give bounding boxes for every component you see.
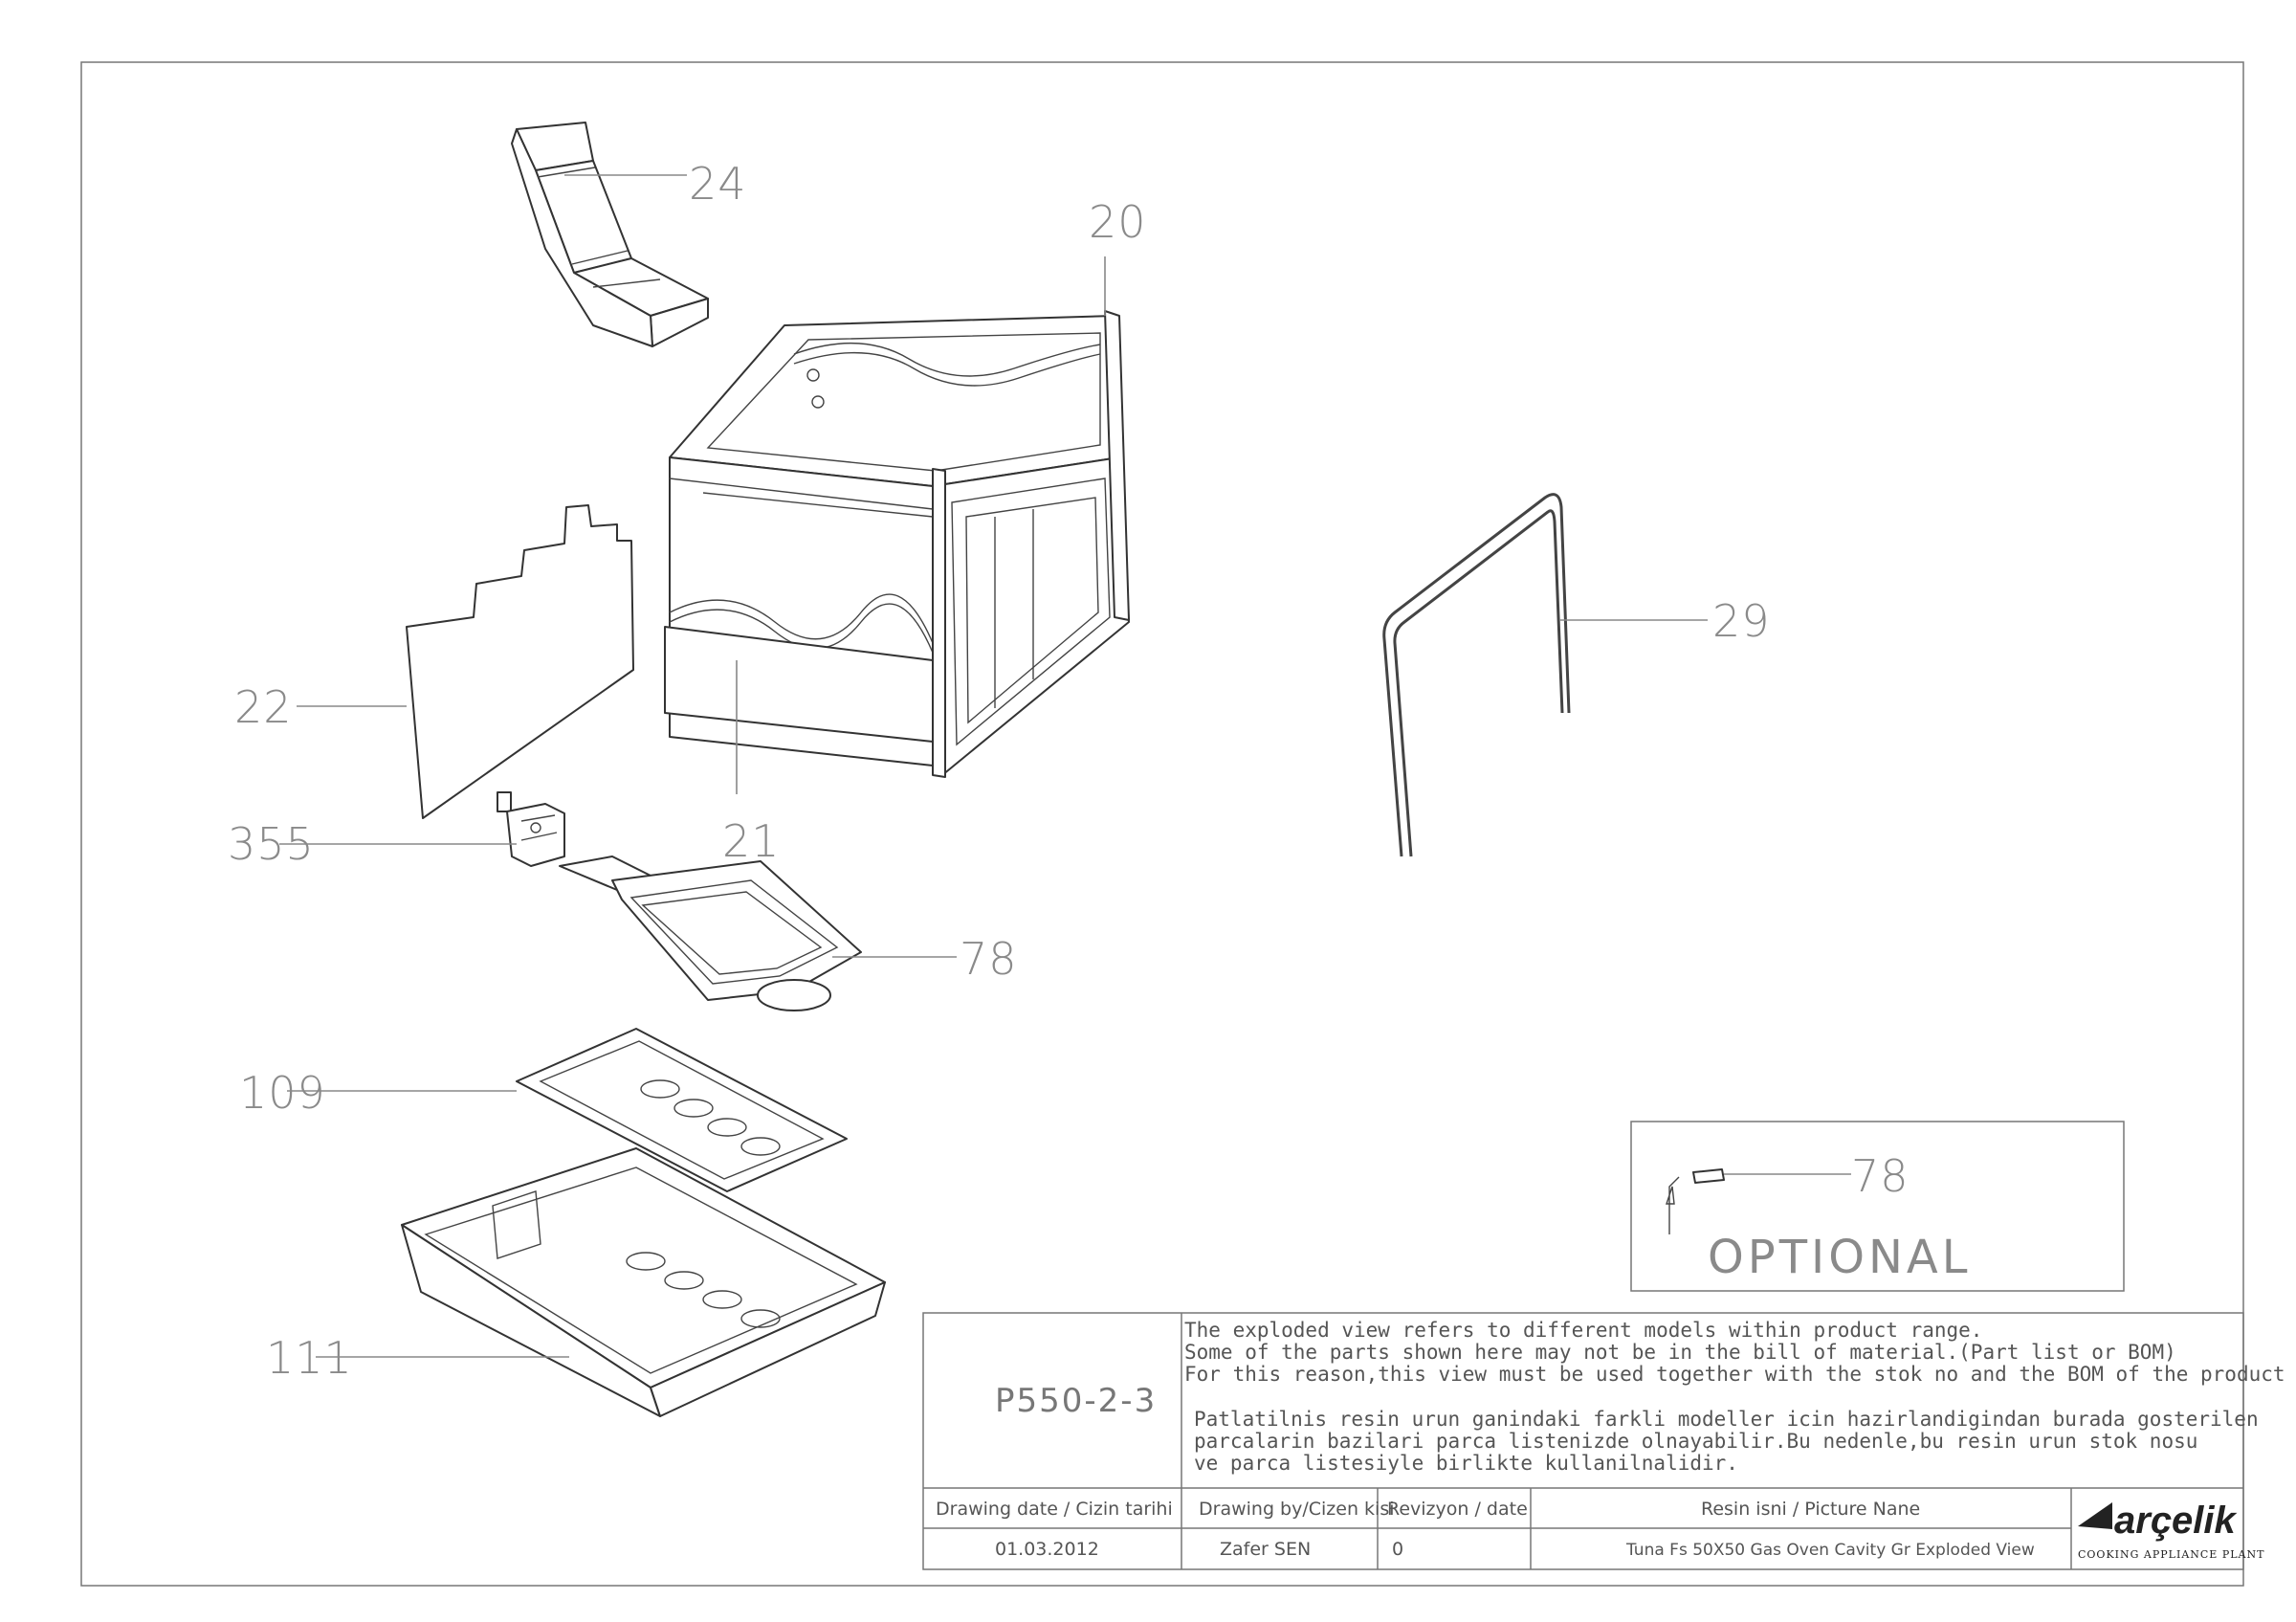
value-picture-name: Tuna Fs 50X50 Gas Oven Cavity Gr Explode… [1625, 1541, 2035, 1560]
note-en-line-2: Some of the parts shown here may not be … [1184, 1341, 2176, 1364]
callout-22: 22 [234, 681, 293, 733]
value-drawing-date: 01.03.2012 [995, 1539, 1099, 1560]
callout-109: 109 [239, 1067, 326, 1119]
note-tr-line-2: parcalarin bazilari parca listenizde oln… [1194, 1430, 2197, 1453]
header-drawing-date: Drawing date / Cizin tarihi [936, 1499, 1173, 1520]
sheet-border [80, 61, 2244, 1587]
part-109-burner-cover [516, 1028, 848, 1192]
part-355-valve [497, 791, 565, 867]
note-tr-line-3: ve parca listesiyle birlikte kullanilnal… [1194, 1452, 1738, 1475]
callout-20: 20 [1089, 196, 1147, 248]
part-20-oven-cavity [664, 310, 1130, 778]
callout-111: 111 [266, 1332, 353, 1384]
note-tr-line-1: Patlatilnis resin urun ganindaki farkli … [1194, 1408, 2259, 1431]
part-29-door-seal [1382, 493, 1571, 857]
header-picture-name: Resin isni / Picture Nane [1701, 1499, 1920, 1520]
callout-labels: 24 20 22 21 355 78 29 109 111 [228, 158, 1771, 1384]
title-block: P550-2-3 The exploded view refers to dif… [922, 1312, 2285, 1570]
callout-21: 21 [722, 815, 781, 867]
callout-78: 78 [960, 933, 1018, 985]
logo-brand: arçelik [2114, 1500, 2238, 1542]
callout-29: 29 [1712, 595, 1771, 647]
callout-355: 355 [228, 818, 315, 870]
value-drawing-by: Zafer SEN [1220, 1539, 1311, 1560]
part-78-burner [559, 855, 862, 1011]
part-22-insulation-panel [406, 504, 634, 819]
part-111-bottom-tray [401, 1147, 886, 1417]
note-en-line-3: For this reason,this view must be used t… [1184, 1363, 2285, 1386]
logo-mark-icon [2078, 1502, 2112, 1529]
drawing-code: P550-2-3 [995, 1382, 1157, 1420]
callout-24: 24 [689, 158, 747, 210]
optional-box: 78 OPTIONAL [1630, 1121, 2125, 1292]
value-revision: 0 [1392, 1539, 1403, 1560]
note-en-line-1: The exploded view refers to different mo… [1184, 1319, 1982, 1342]
header-revision: Revizyon / date [1387, 1499, 1528, 1520]
optional-label: OPTIONAL [1708, 1231, 1971, 1284]
arcelik-logo: arçelik COOKING APPLIANCE PLANT [2078, 1500, 2264, 1561]
logo-tagline: COOKING APPLIANCE PLANT [2078, 1548, 2264, 1561]
leader-lines [279, 174, 1708, 1358]
optional-part-number: 78 [1851, 1150, 1910, 1202]
part-24-deflector [511, 122, 709, 347]
header-drawing-by: Drawing by/Cizen kisi [1199, 1499, 1395, 1520]
